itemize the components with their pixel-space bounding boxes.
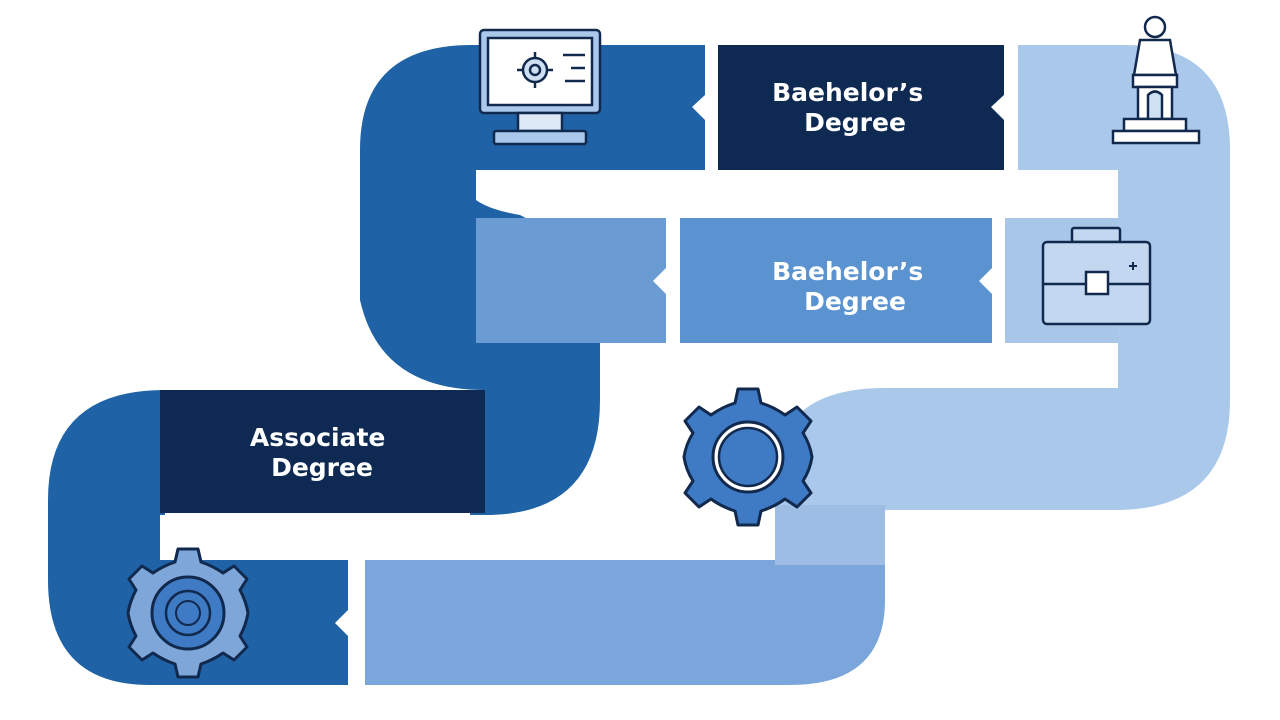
gear-icon <box>682 387 814 527</box>
stage-label-associate: Associate Degree <box>250 423 394 482</box>
stage-box-bachelor-middle <box>680 218 992 343</box>
connector-notch <box>692 95 718 120</box>
gear-icon <box>126 547 250 679</box>
stage-label-line2: Degree <box>271 453 373 482</box>
stage-label-line1: Baehelor’s <box>772 257 923 286</box>
stage-label-line1: Associate <box>250 423 385 452</box>
stage-label-line2: Degree <box>804 287 906 316</box>
stage-label-bachelor-top: Baehelor’s Degree <box>772 78 932 137</box>
connector-notch <box>979 268 1005 294</box>
road-top-right <box>775 45 1230 560</box>
road-left-curve <box>48 390 348 685</box>
stage-box-associate <box>160 390 485 513</box>
stage-box-bachelor-top <box>718 45 1004 170</box>
briefcase-icon <box>1041 226 1152 326</box>
connector-notch <box>991 95 1017 120</box>
statue-icon <box>1111 15 1201 145</box>
computer-settings-icon <box>478 28 602 146</box>
connector-notch <box>653 268 679 294</box>
road-middle-left <box>476 218 666 343</box>
stage-label-line1: Baehelor’s <box>772 78 923 107</box>
stage-label-line2: Degree <box>804 108 906 137</box>
connector-notch <box>335 610 361 636</box>
road-bottom-connector <box>775 505 885 565</box>
stage-label-bachelor-middle: Baehelor’s Degree <box>772 257 932 316</box>
road-bottom <box>365 560 885 685</box>
